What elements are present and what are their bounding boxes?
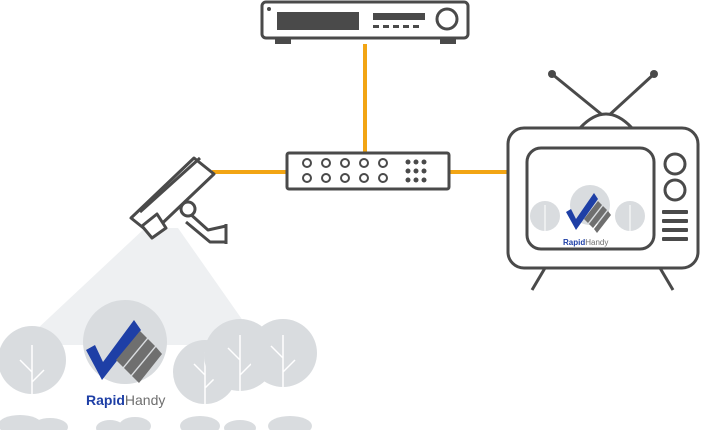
- checkmark-icon: [86, 320, 141, 380]
- cables: [212, 44, 512, 174]
- forest-scene: [0, 300, 320, 445]
- rapidhandy-logo-small: RapidHandy: [563, 193, 611, 247]
- distribution-box-icon: [285, 151, 451, 191]
- dvr-icon: [260, 0, 470, 44]
- tree-icon: [0, 326, 66, 420]
- stripes-icon: [584, 201, 611, 233]
- tv-icon: [506, 70, 700, 291]
- brand-name-part2-small: Handy: [585, 238, 608, 247]
- stripes-icon: [116, 331, 162, 383]
- svg-text:RapidHandy: RapidHandy: [86, 392, 165, 408]
- camera-view-cone: [20, 228, 260, 345]
- brand-name-part2: Handy: [125, 392, 165, 408]
- checkmark-icon: [566, 193, 598, 230]
- tree-icon: [249, 319, 317, 420]
- brand-name-part1: Rapid: [86, 392, 125, 408]
- brand-name-part1-small: Rapid: [563, 238, 585, 247]
- rapidhandy-logo-large: RapidHandy: [86, 320, 165, 408]
- svg-text:RapidHandy: RapidHandy: [563, 238, 608, 247]
- cctv-camera-icon: [129, 156, 228, 244]
